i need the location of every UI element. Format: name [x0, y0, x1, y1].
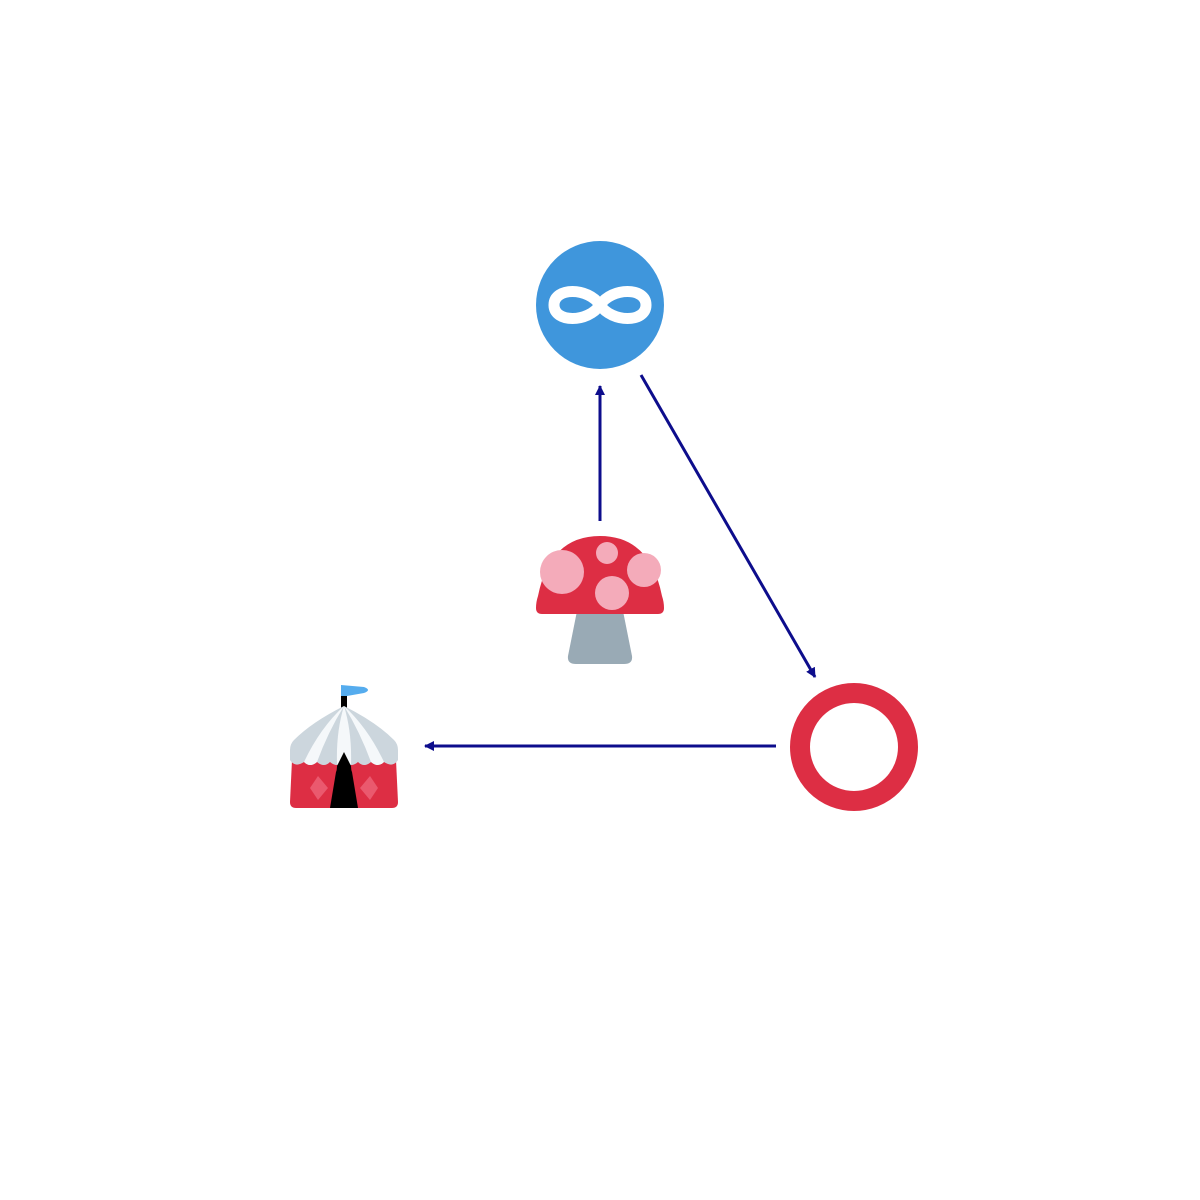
- infinity-icon: [536, 241, 664, 369]
- mushroom-icon: [536, 536, 664, 664]
- edges-group: [424, 374, 817, 751]
- red-circle-icon: [790, 683, 918, 811]
- circus-tent-icon: [290, 685, 398, 808]
- edge-infinity-to-ring: [639, 374, 817, 678]
